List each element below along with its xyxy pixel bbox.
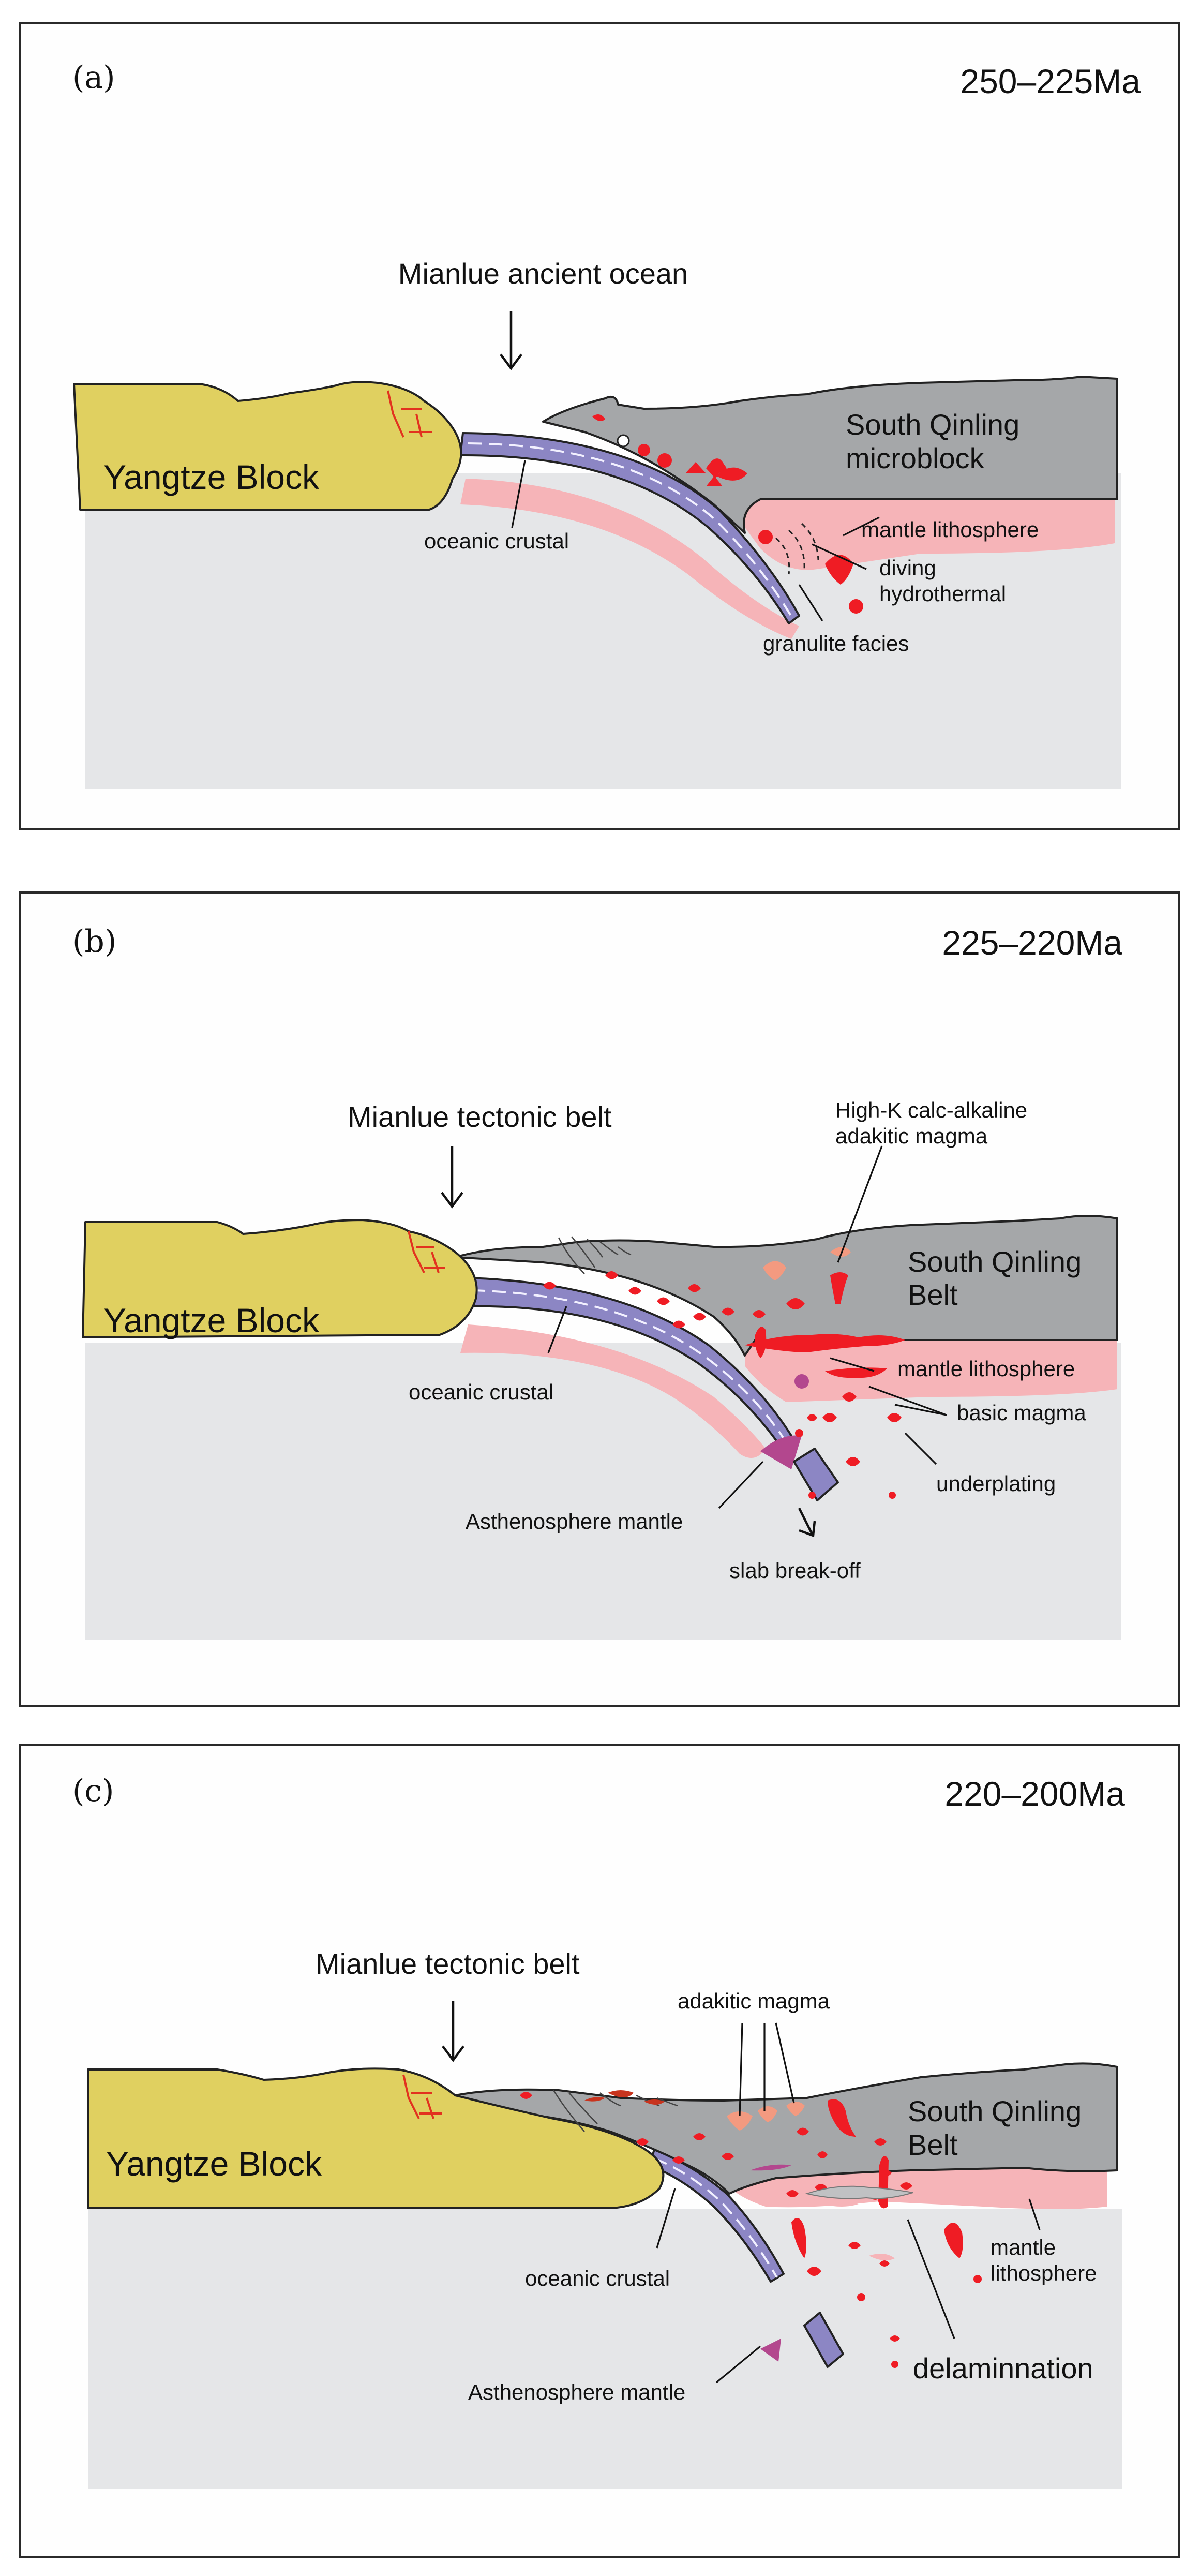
panel-c-crustal-leader <box>656 2188 676 2249</box>
panel-a-granulite-label: granulite facies <box>763 631 909 656</box>
panel-a-lithosphere-leader <box>843 516 880 537</box>
panel-c-adakitic-label: adakitic magma <box>678 1989 830 2013</box>
panel-a-mantle-lithosphere <box>724 499 1115 570</box>
panel-b-broken-slab <box>793 1448 839 1501</box>
panel-a-ocean-label: Mianlue ancient ocean <box>398 257 688 290</box>
panel-c-asthenosphere <box>88 2209 1122 2489</box>
panel-c-asthenosphere-mantle-marker <box>760 2339 781 2362</box>
panel-c-asthenosphere-leader <box>715 2345 761 2384</box>
panel-b-age: 225–220Ma <box>942 924 1122 962</box>
panel-c-adakitic-leaders <box>739 2022 795 2117</box>
panel-a-age: 250–225Ma <box>960 62 1141 100</box>
panel-b-basic-magma-label: basic magma <box>957 1401 1086 1425</box>
panel-a-slab-lithosphere <box>460 479 799 639</box>
panel-b-highk-label-2: adakitic magma <box>835 1124 988 1148</box>
panel-c-lithosphere-leader <box>1028 2198 1041 2230</box>
panel-b-underplating-leader <box>904 1432 937 1465</box>
panel-a-oceanic-slab <box>459 432 800 624</box>
panel-a-magma <box>592 414 863 614</box>
panel-a-diving-label: diving <box>879 556 936 580</box>
panel-b-mantle-lithosphere-label: mantle lithosphere <box>897 1357 1075 1381</box>
panel-b-crustal-label: oceanic crustal <box>409 1380 553 1404</box>
panel-b-basic-leader-1 <box>868 1386 947 1416</box>
panel-a-crustal-leader <box>511 460 526 528</box>
panel-b-highk-label-1: High-K calc-alkaline <box>835 1098 1027 1122</box>
panel-a-hydrothermal-label: hydrothermal <box>879 582 1006 606</box>
panel-b: (b) 225–220Ma Mianlue tectonic belt High… <box>19 891 1180 1707</box>
panel-a-qinling-label-1: South Qinling <box>846 408 1019 441</box>
panel-b-highk-leader <box>837 1145 883 1263</box>
panel-c-yangtze-label: Yangtze Block <box>106 2145 322 2183</box>
panel-b-asthenosphere-leader <box>718 1461 764 1509</box>
panel-b-qinling-label-2: Belt <box>908 1278 958 1311</box>
panel-b-breakoff-label: slab break-off <box>729 1558 861 1583</box>
panel-a: (a) 250–225Ma Mianlue ancient ocean Yang… <box>19 22 1180 830</box>
panel-b-yangtze-block <box>82 1219 478 1338</box>
panel-a-qinling-label-2: microblock <box>846 442 985 474</box>
panel-a-granulite-leader <box>798 584 823 621</box>
panel-b-belt-arrow <box>441 1146 463 1209</box>
panel-b-slab-lithosphere <box>460 1324 766 1458</box>
panel-c-mantle-label-2: lithosphere <box>991 2261 1097 2285</box>
panel-c-asthenosphere-label: Asthenosphere mantle <box>468 2380 685 2404</box>
panel-c-mantle-label-1: mantle <box>991 2235 1056 2259</box>
panel-b-qinling-label-1: South Qinling <box>908 1245 1082 1278</box>
panel-c-oceanic-slab <box>648 2149 785 2283</box>
panel-b-slab-dashes <box>471 1289 785 1439</box>
panel-b-yangtze-label: Yangtze Block <box>103 1301 320 1339</box>
panel-b-asthenosphere-mantle-marker <box>760 1435 802 1469</box>
panel-c-magma <box>520 2090 982 2368</box>
panel-a-yangtze-block <box>73 381 462 511</box>
panel-b-basic-leader-2 <box>894 1404 947 1416</box>
panel-a-ocean-arrow <box>500 311 522 370</box>
panel-a-diving-hydrothermal <box>775 523 819 575</box>
panel-c-delamination-label: delaminnation <box>913 2352 1093 2385</box>
panel-a-mantle-lithosphere-label: mantle lithosphere <box>861 517 1039 542</box>
panel-c-broken-slab <box>803 2312 844 2368</box>
panel-c-qinling-label-1: South Qinling <box>908 2095 1082 2127</box>
panel-c-belt-arrow <box>442 2001 464 2062</box>
panel-a-slab-dashes <box>468 442 793 619</box>
panel-b-asthenosphere-label: Asthenosphere mantle <box>466 1509 683 1533</box>
panel-a-yangtze-label: Yangtze Block <box>103 458 320 496</box>
panel-c-fault-lines <box>402 2074 442 2119</box>
panel-b-belt-label: Mianlue tectonic belt <box>348 1100 612 1133</box>
panel-b-breakoff-arrow <box>798 1507 816 1538</box>
panel-a-fault-lines <box>387 390 432 438</box>
panel-a-letter: (a) <box>72 59 115 96</box>
panel-c-crust-lineations <box>552 2090 678 2132</box>
panel-c: (c) 220–200Ma Mianlue tectonic belt adak… <box>19 1744 1180 2558</box>
panel-a-diving-leader <box>812 543 867 570</box>
panel-c-slab-dashes <box>654 2157 778 2278</box>
panel-b-crust-lineations <box>558 1236 632 1274</box>
panel-b-fault-lines <box>408 1231 445 1273</box>
panel-b-letter: (b) <box>72 924 116 960</box>
panel-c-qinling-label-2: Belt <box>908 2128 958 2161</box>
panel-c-delamination-leader <box>907 2219 955 2339</box>
panel-c-crustal-label: oceanic crustal <box>525 2266 670 2290</box>
panel-a-crustal-label: oceanic crustal <box>424 529 569 553</box>
panel-b-mantle-lithosphere <box>745 1340 1117 1402</box>
panel-c-mantle-lithosphere <box>724 2165 1107 2209</box>
panel-b-underplating-label: underplating <box>936 1471 1056 1496</box>
panel-c-belt-label: Mianlue tectonic belt <box>316 1947 580 1980</box>
panel-c-letter: (c) <box>72 1773 114 1809</box>
panel-c-age: 220–200Ma <box>944 1775 1125 1813</box>
panel-b-magma <box>543 1247 905 1499</box>
panel-c-yangtze-block <box>87 2067 665 2209</box>
panel-b-lithosphere-leader <box>830 1357 875 1372</box>
panel-b-crustal-leader <box>547 1306 567 1353</box>
